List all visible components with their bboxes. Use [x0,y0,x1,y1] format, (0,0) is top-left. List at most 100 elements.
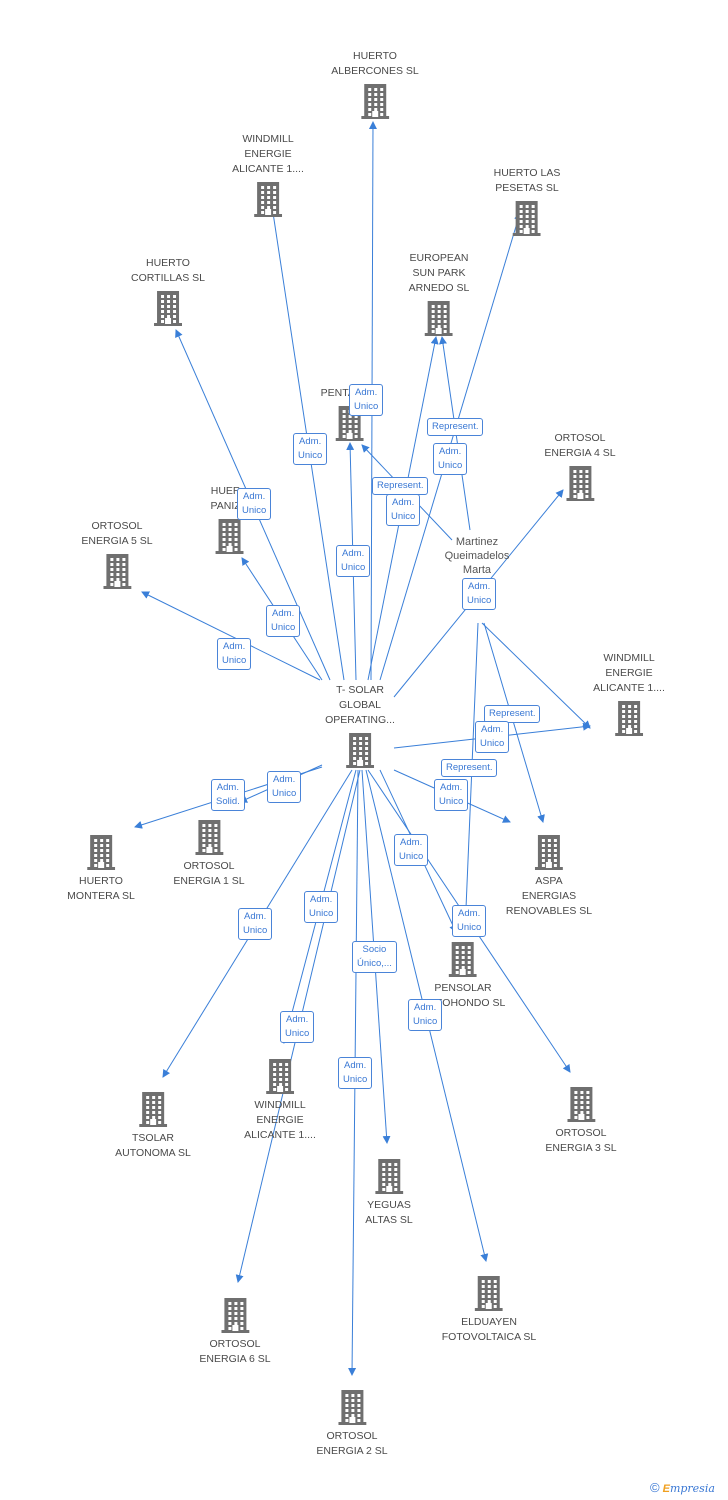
building-icon[interactable] [565,465,594,501]
edge-label-line: Unico [354,401,379,412]
edge-label-l09[interactable]: Adm.Unico [462,578,497,610]
building-icon [475,1276,503,1311]
edge-label-l08[interactable]: Adm.Unico [336,545,371,577]
edge-label-l05[interactable]: Represent. [372,477,429,495]
edge-label-l21[interactable]: Adm.Unico [238,908,273,940]
edge-label-l01[interactable]: Adm.Unico [349,384,384,416]
building-icon [565,466,594,501]
edge-label-l13[interactable]: Adm.Unico [475,721,510,753]
edge-label-l07[interactable]: Adm.Unico [386,494,421,526]
building-icon[interactable] [566,1086,595,1122]
building-icon[interactable] [153,290,182,326]
building-icon[interactable] [475,1275,503,1311]
node-label-line: ENERGIA 1 SL [173,875,245,887]
building-icon[interactable] [615,700,643,736]
building-icon[interactable] [535,834,563,870]
edge-label-l10[interactable]: Adm.Unico [266,605,301,637]
edge-label-l06[interactable]: Adm.Unico [237,488,272,520]
edge-label-l17[interactable]: Adm.Unico [267,771,302,803]
edge-label-line: Unico [399,851,424,862]
building-icon[interactable] [375,1158,403,1194]
edge-label-l12[interactable]: Represent. [484,705,541,723]
edge-label-line: Unico [271,622,296,633]
edge-label-l15[interactable]: Adm.Unico [434,779,469,811]
edge-label-l18[interactable]: Adm. Unico [394,834,429,866]
building-icon[interactable] [138,1091,167,1127]
edge-label-line: Adm. [400,837,423,848]
building-icon[interactable] [87,834,115,870]
edge-label-line: Unico [309,908,334,919]
node-label-line: T- SOLAR [336,684,384,696]
building-icon[interactable] [220,1297,249,1333]
edge-label-line: Unico [413,1016,438,1027]
building-icon[interactable] [360,83,389,119]
building-icon[interactable] [216,518,244,554]
node-label-line: ENERGIA 5 SL [81,535,153,547]
building-icon [337,1390,366,1425]
edge-label-l25[interactable]: Adm.Unico [338,1057,373,1089]
building-icon[interactable] [448,941,477,977]
building-icon[interactable] [194,819,223,855]
edge-label-l16[interactable]: Adm.Solid. [211,779,245,811]
building-icon[interactable] [345,732,374,768]
edge-label-l11[interactable]: Adm.Unico [217,638,252,670]
edge-label-l23[interactable]: Adm.Unico [280,1011,315,1043]
edge-label-line: Represent. [377,480,424,491]
edge-label-l24[interactable]: Adm.Unico [408,999,443,1031]
edge-label-l04[interactable]: Adm.Unico [433,443,468,475]
building-icon[interactable] [513,200,541,236]
edge-label-l14[interactable]: Represent. [441,759,498,777]
edge-label-l20[interactable]: Adm.Unico [304,891,339,923]
edge-label-l02[interactable]: Adm.Unico [293,433,328,465]
building-icon[interactable] [254,181,282,217]
building-icon[interactable] [102,553,131,589]
edge-label-l19[interactable]: Adm.Unico [452,905,487,937]
edge-label-l03[interactable]: Represent. [427,418,484,436]
building-icon[interactable] [337,1389,366,1425]
building-icon[interactable] [266,1058,294,1094]
building-icon[interactable] [425,300,453,336]
